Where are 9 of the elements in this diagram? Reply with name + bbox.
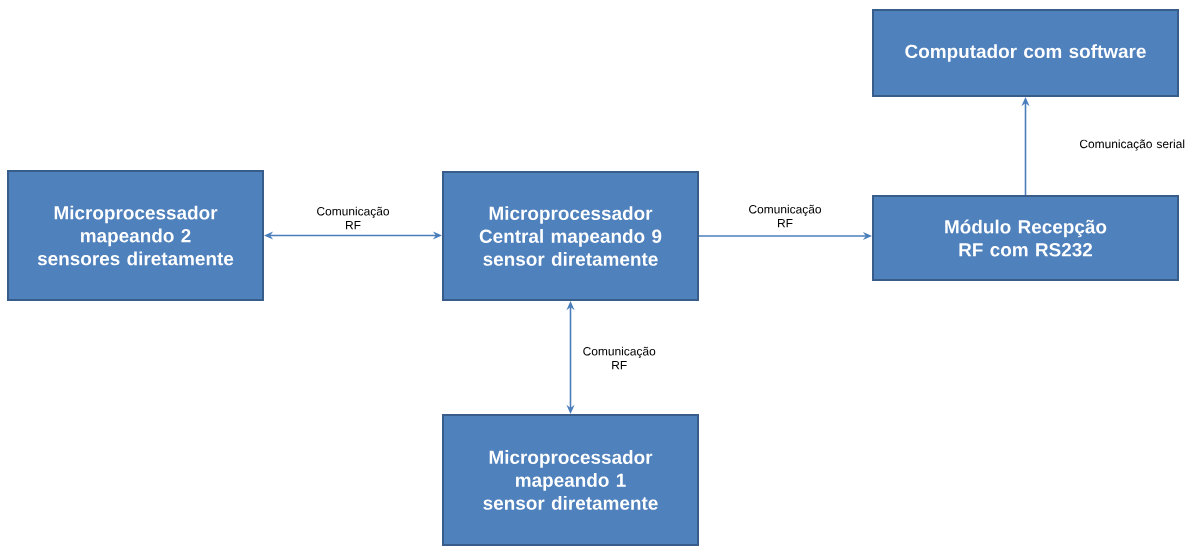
process-box: Microprocessador mapeando 2 sensores diretamente: [7, 170, 264, 301]
process-box: Microprocessador Central mapeando 9 sensor diretamente: [442, 171, 699, 301]
process-box: Microprocessador mapeando 1 sensor diretamente: [442, 414, 699, 546]
process-box: Computador com software: [872, 9, 1179, 97]
edge-label: Comunicação RF: [749, 204, 822, 228]
edge-label: Comunicação RF: [583, 346, 656, 370]
edge-label: Comunicação RF: [317, 206, 390, 230]
edge-label: Comunicação serial: [1080, 139, 1185, 151]
process-box: Módulo Recepção RF com RS232: [872, 195, 1179, 281]
